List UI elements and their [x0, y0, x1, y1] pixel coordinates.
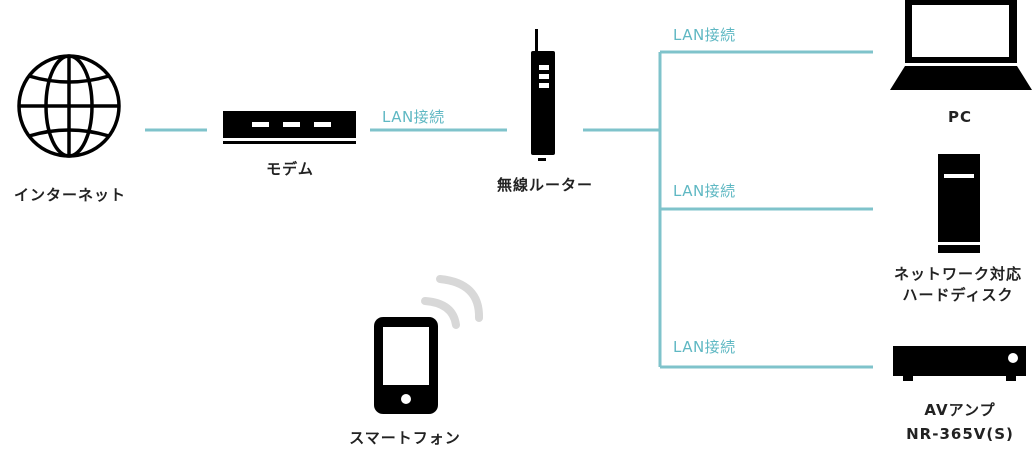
nas-label-line1: ネットワーク対応: [893, 265, 1022, 283]
av-amp-icon: [893, 346, 1026, 381]
lan-label-modem-router: LAN接続: [382, 108, 445, 126]
lan-label-nas: LAN接続: [673, 182, 736, 200]
laptop-icon: [890, 0, 1032, 90]
hard-disk-icon: [938, 154, 980, 253]
amp-label-line2: NR-365V(S): [906, 425, 1014, 443]
modem-label: モデム: [266, 160, 314, 178]
smartphone-label: スマートフォン: [349, 429, 461, 447]
smartphone-icon: [374, 317, 438, 414]
amp-label-line1: AVアンプ: [924, 401, 996, 419]
internet-label: インターネット: [13, 186, 126, 204]
nas-label-line2: ハードディスク: [902, 286, 1014, 304]
globe-icon: [17, 54, 121, 158]
router-label: 無線ルーター: [496, 176, 593, 194]
lan-label-amp: LAN接続: [673, 338, 736, 356]
wifi-signal-icon: [421, 275, 484, 329]
router-icon: [531, 29, 555, 161]
connection-lines: [145, 50, 873, 369]
modem-icon: [223, 111, 356, 144]
lan-label-pc: LAN接続: [673, 26, 736, 44]
pc-label: PC: [947, 108, 972, 126]
